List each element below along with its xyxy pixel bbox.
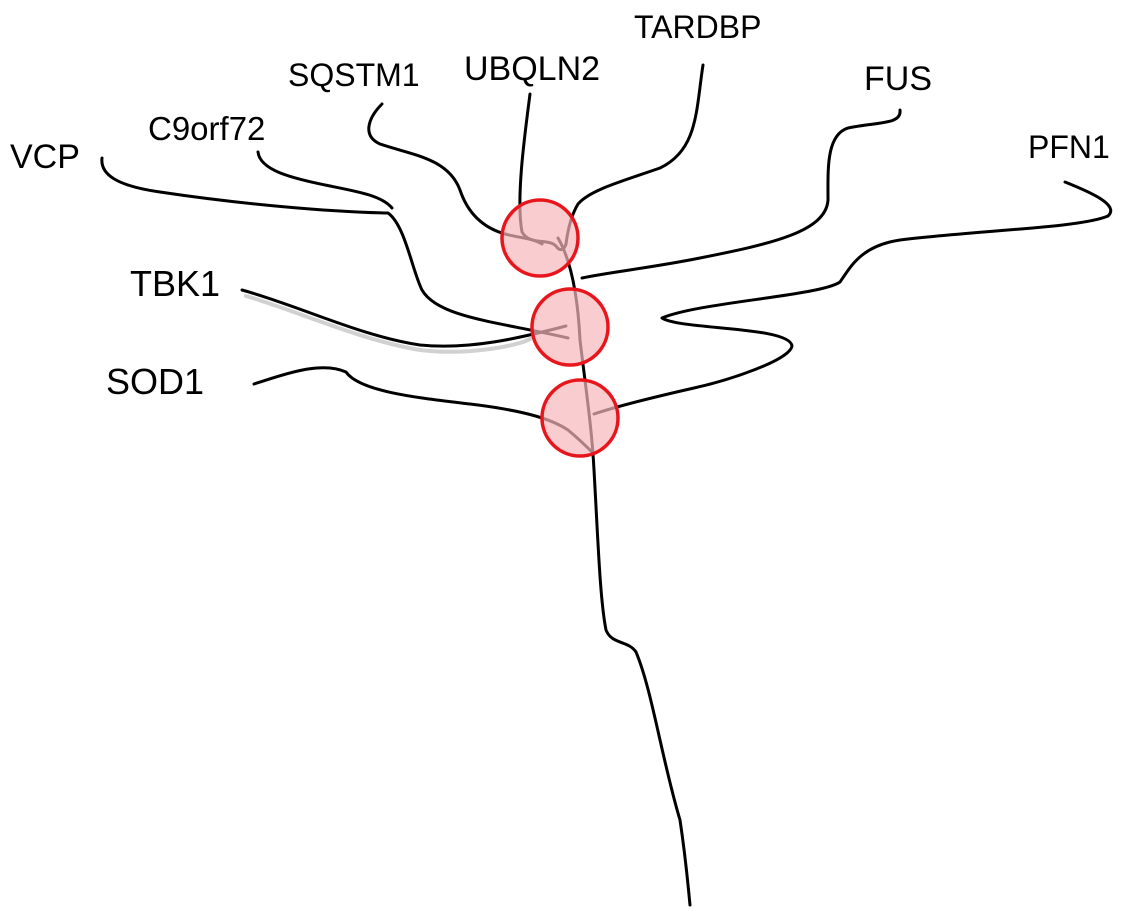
label-ubqln2: UBQLN2 <box>464 50 600 88</box>
branch-tbk1-shadow <box>244 294 532 354</box>
branch-fus <box>580 108 902 280</box>
junction-circle-middle <box>530 287 610 367</box>
label-sod1: SOD1 <box>106 361 204 402</box>
branch-pfn1 <box>592 180 1113 416</box>
branch-tardbp <box>564 63 705 246</box>
junction-circle-bottom <box>540 378 620 458</box>
label-tbk1: TBK1 <box>130 263 220 304</box>
label-sqstm1: SQSTM1 <box>288 57 420 93</box>
label-c9orf72: C9orf72 <box>148 110 265 147</box>
branch-c9orf72 <box>256 150 394 210</box>
label-pfn1: PFN1 <box>1028 129 1110 165</box>
label-vcp: VCP <box>10 138 80 176</box>
branch-tbk1 <box>240 288 568 348</box>
junction-circle-top <box>500 198 580 278</box>
label-tardbp: TARDBP <box>634 9 761 45</box>
branch-vcp <box>100 156 570 340</box>
label-fus: FUS <box>864 60 932 98</box>
